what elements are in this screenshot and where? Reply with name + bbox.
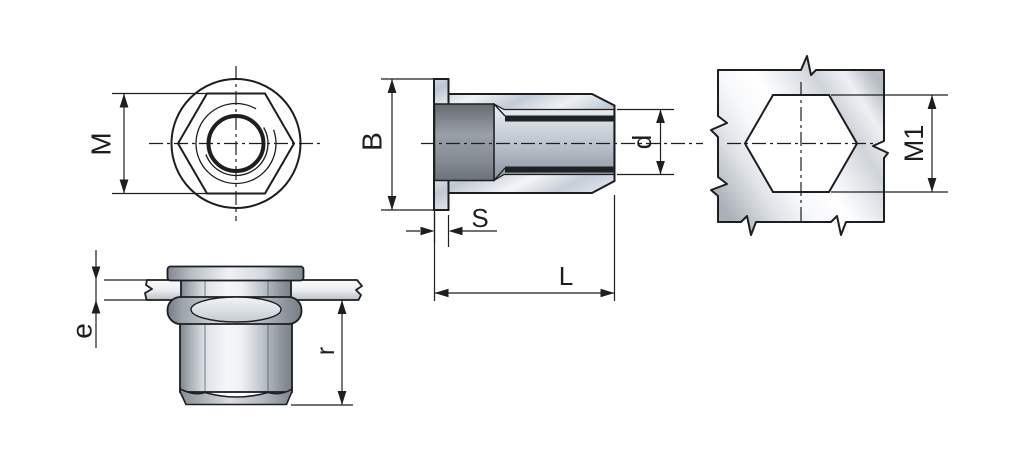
dim-label-d: d	[627, 135, 657, 149]
thread-band-bottom	[505, 166, 614, 173]
dimension-B: B	[357, 78, 433, 211]
dimension-M: M	[86, 92, 206, 195]
shank-chamfer	[179, 388, 293, 406]
sheet-right	[290, 279, 363, 301]
bulge-rim	[190, 296, 282, 323]
arrow-down	[119, 179, 129, 194]
counterbore-section	[433, 103, 495, 182]
dimension-M1: M1	[831, 94, 948, 193]
sheet-left	[144, 279, 182, 301]
dim-label-m1: M1	[899, 125, 929, 163]
installed-view: e r	[67, 250, 363, 406]
dimension-r: r	[291, 300, 353, 406]
dim-label-s: S	[471, 203, 488, 233]
arrow-up	[119, 93, 129, 108]
bore-chamfer-lines	[493, 103, 506, 181]
hole-view: M1	[710, 55, 948, 236]
dim-label-b: B	[357, 132, 388, 151]
thread-band-top	[505, 115, 614, 122]
dimension-d: d	[617, 108, 674, 176]
thread-circle-gap	[254, 106, 277, 131]
hex-facet-lines	[204, 276, 269, 391]
dimension-e: e	[67, 250, 151, 348]
chamfer-arc	[205, 127, 269, 177]
front-view: M	[86, 66, 323, 221]
dim-label-e: e	[67, 323, 98, 339]
flange-head	[166, 265, 305, 282]
dim-label-m: M	[86, 132, 117, 155]
hex-shank	[179, 274, 293, 393]
section-view: B d S L	[357, 78, 703, 301]
dim-label-r: r	[312, 347, 340, 355]
dim-label-l: L	[559, 261, 573, 291]
dimension-L: L	[433, 195, 616, 301]
